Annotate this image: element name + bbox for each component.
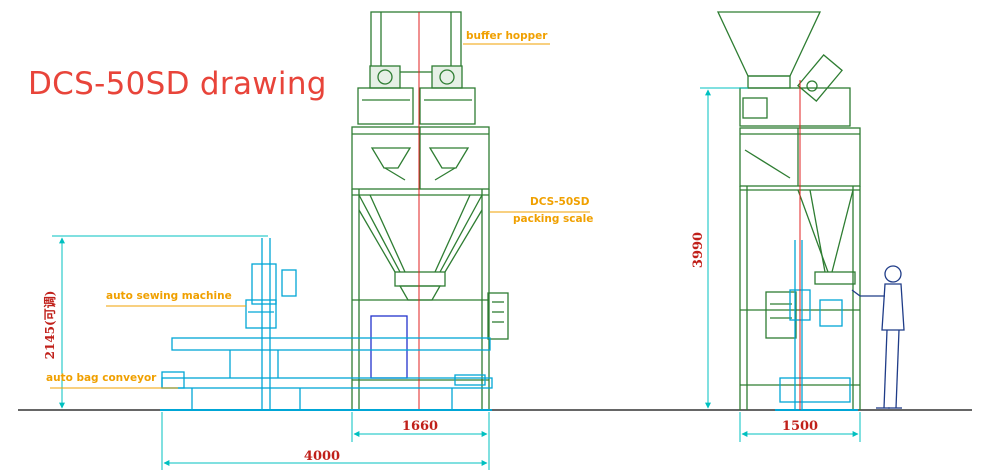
label-packing-scale-model: DCS-50SD xyxy=(530,196,590,208)
dim-side-width: 1500 xyxy=(782,419,818,434)
bag-outline xyxy=(370,315,408,379)
label-auto-sewing-machine: auto sewing machine xyxy=(106,290,232,302)
operator-figure xyxy=(851,265,905,409)
front-view-packing-scale xyxy=(351,11,509,410)
side-view-machine xyxy=(716,11,861,410)
dim-total-length: 4000 xyxy=(304,449,340,464)
dim-total-height: 3990 xyxy=(691,232,706,268)
label-packing-scale: packing scale xyxy=(513,213,594,225)
label-auto-bag-conveyor: auto bag conveyor xyxy=(46,372,157,384)
dim-machine-width: 1660 xyxy=(402,419,438,434)
dimension-lines xyxy=(52,87,861,470)
dim-sewing-height: 2145(可调) xyxy=(43,291,57,360)
label-leaders xyxy=(50,43,590,389)
sewing-and-conveyor xyxy=(160,238,493,411)
page-title: DCS-50SD drawing xyxy=(28,66,327,102)
label-buffer-hopper: buffer hopper xyxy=(466,30,548,42)
